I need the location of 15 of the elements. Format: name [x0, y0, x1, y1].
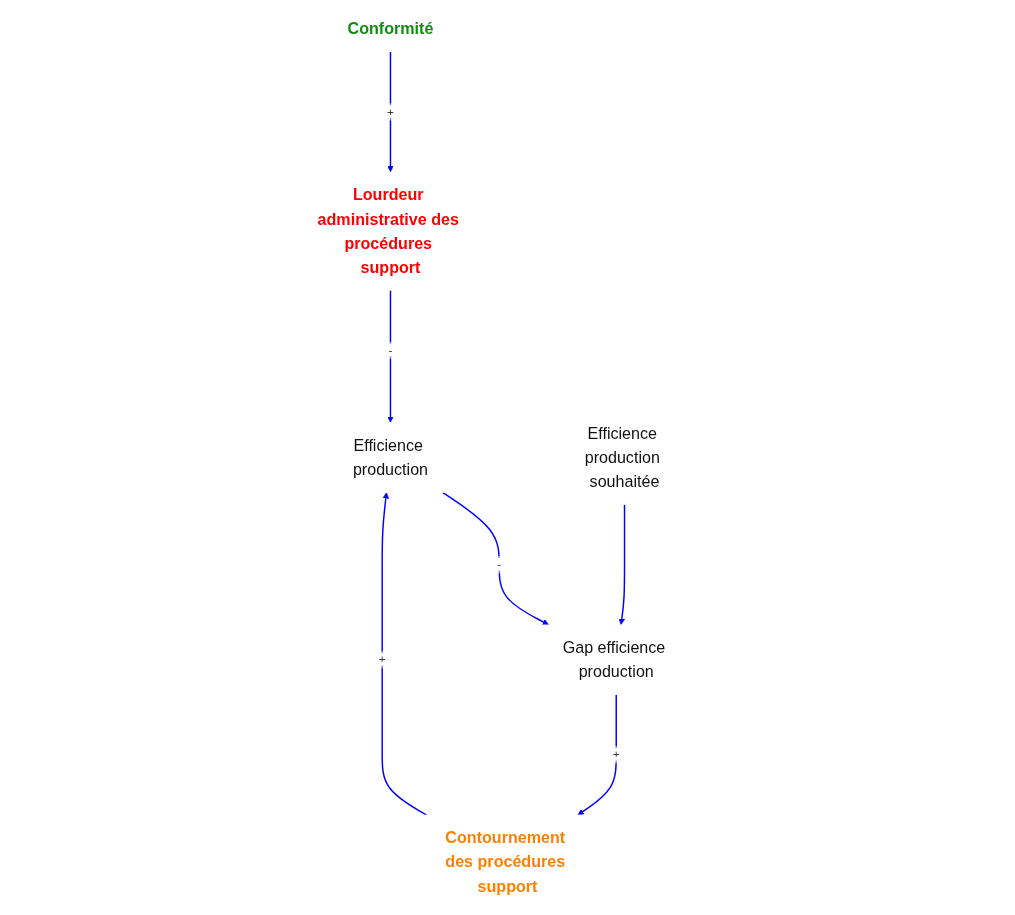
edge-label: + — [387, 105, 394, 118]
edge-label: + — [378, 653, 386, 666]
arrow — [618, 503, 626, 625]
node-text: Contournement des procédures support — [445, 828, 566, 896]
edge-label: - — [388, 343, 393, 357]
arrow — [442, 491, 549, 625]
edge-label: - — [497, 558, 502, 571]
node-text: Conformité — [347, 19, 434, 39]
node-text: Efficience production — [352, 436, 429, 479]
edge-label: + — [612, 748, 620, 761]
node-text: Lourdeur administrative des procédures support — [317, 185, 459, 277]
arrow — [577, 694, 617, 816]
arrow — [381, 492, 427, 816]
node-text: Efficience production souhaitée — [584, 424, 660, 491]
node-text: Gap efficience production — [562, 638, 666, 681]
